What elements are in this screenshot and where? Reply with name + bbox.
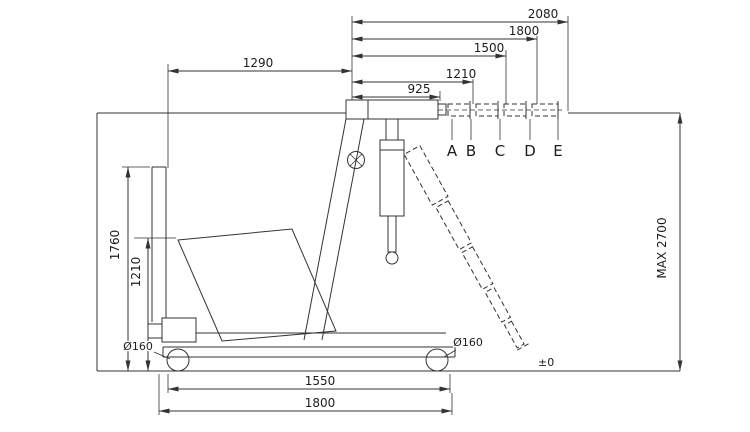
boom-assembly bbox=[345, 99, 562, 140]
left-dimensions: 1760 1210 bbox=[107, 166, 176, 371]
right-wheel bbox=[425, 348, 449, 372]
leader-line bbox=[443, 349, 457, 358]
position-label-a: A bbox=[447, 142, 458, 160]
cylinder-body bbox=[379, 139, 405, 217]
dim-label-1800-bottom: 1800 bbox=[305, 396, 336, 410]
wheel-dia-label-right: Ø160 bbox=[453, 336, 483, 349]
mast-front-edge bbox=[303, 118, 347, 341]
dim-label-1210: 1210 bbox=[446, 67, 477, 81]
mast-rear-edge bbox=[321, 118, 365, 341]
pump-unit bbox=[147, 317, 197, 343]
bottom-dimensions: 1550 1800 bbox=[158, 373, 453, 415]
top-dimensions: 2080 1800 1500 1290 1210 925 bbox=[168, 6, 568, 100]
chassis bbox=[162, 332, 456, 372]
pump-pedal bbox=[147, 323, 163, 339]
left-wheel bbox=[166, 348, 190, 372]
dim-label-1290: 1290 bbox=[243, 56, 274, 70]
phantom-boom-segment bbox=[484, 286, 512, 323]
datum-label: ±0 bbox=[538, 356, 554, 369]
pivot-cross-line bbox=[349, 153, 363, 167]
hydraulic-cylinder bbox=[379, 118, 405, 265]
lowered-boom-phantom bbox=[403, 144, 529, 352]
dim-label-1550: 1550 bbox=[305, 374, 336, 388]
pump-body bbox=[161, 317, 197, 343]
dim-label-1500: 1500 bbox=[474, 41, 505, 55]
dim-label-1760: 1760 bbox=[108, 230, 122, 261]
position-label-c: C bbox=[495, 142, 505, 160]
dim-label-1800: 1800 bbox=[509, 24, 540, 38]
piston-rod bbox=[387, 215, 397, 253]
position-label-b: B bbox=[466, 142, 476, 160]
mast bbox=[303, 118, 365, 341]
phantom-boom-segment bbox=[503, 320, 525, 349]
phantom-boom-end-tick bbox=[514, 343, 529, 352]
max-height-label: MAX 2700 bbox=[655, 217, 669, 278]
boom-end-link bbox=[437, 103, 447, 116]
tilt-platform bbox=[177, 228, 337, 342]
cylinder-upper-link bbox=[385, 118, 399, 141]
dim-label-1210-left: 1210 bbox=[129, 257, 143, 288]
boom-position-labels: A B C D E bbox=[446, 141, 564, 162]
envelope-box: MAX 2700 bbox=[96, 112, 683, 372]
dim-label-2080: 2080 bbox=[528, 7, 559, 21]
rod-eye bbox=[385, 251, 399, 265]
wheel-dia-label-left: Ø160 bbox=[123, 340, 153, 353]
position-label-e: E bbox=[553, 142, 562, 160]
position-label-d: D bbox=[524, 142, 536, 160]
leader-line bbox=[153, 351, 171, 360]
boom-main-section bbox=[345, 99, 439, 120]
back-plate bbox=[151, 166, 167, 322]
wheel-callouts: Ø160 Ø160 bbox=[122, 335, 484, 360]
phantom-boom-segment bbox=[461, 246, 494, 291]
phantom-boom-segment bbox=[403, 144, 449, 206]
phantom-boom-segment bbox=[435, 200, 473, 251]
dim-label-925: 925 bbox=[408, 82, 431, 96]
boom-pivot bbox=[347, 151, 365, 169]
